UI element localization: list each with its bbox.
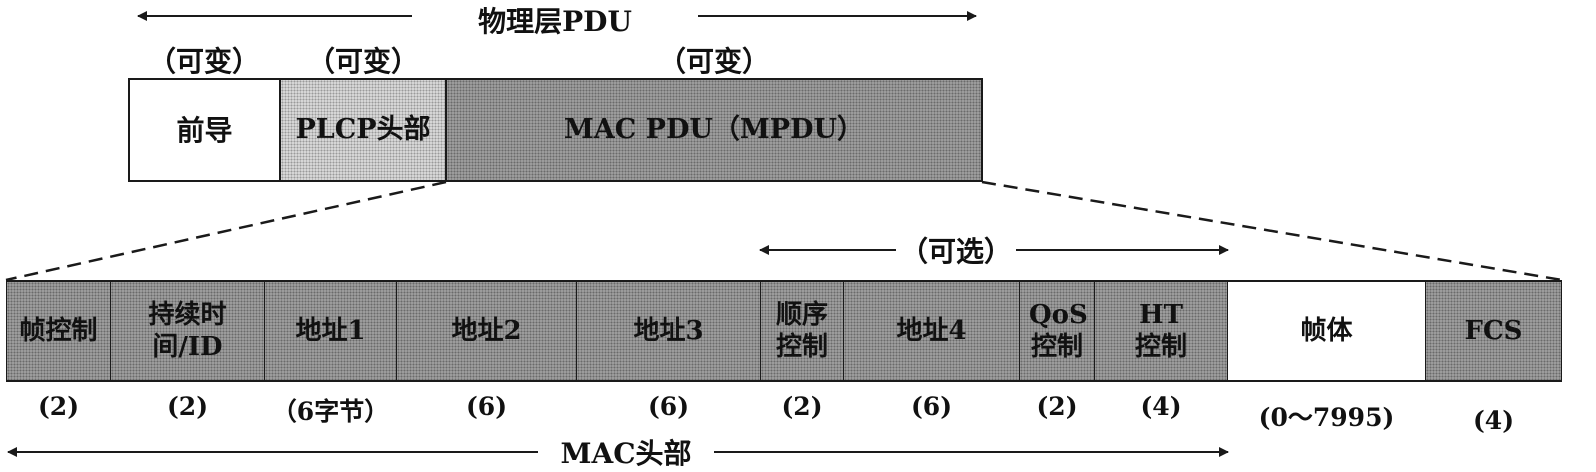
size-address2: (6) bbox=[465, 392, 508, 421]
preamble-label: 前导 bbox=[176, 113, 233, 147]
size-frame-body: (0～7995) bbox=[1258, 403, 1395, 432]
field-fcs: FCS bbox=[1425, 280, 1562, 382]
field-frame-control: 帧控制 bbox=[6, 280, 111, 382]
field-address4-label: 地址4 bbox=[896, 315, 967, 346]
size-address4: (6) bbox=[910, 392, 953, 421]
size-qos-control: (2) bbox=[1036, 392, 1078, 421]
field-address3: 地址3 bbox=[576, 280, 761, 382]
plcp-header-box: PLCP头部 bbox=[279, 78, 447, 182]
field-ht-control: HT控制 bbox=[1094, 280, 1228, 382]
field-sequence-control-label: 顺序控制 bbox=[775, 299, 828, 363]
plcp-variable-note: （可变） bbox=[306, 45, 419, 78]
expand-dashed-left bbox=[5, 180, 447, 282]
field-qos-control-label: QoS控制 bbox=[1029, 299, 1088, 363]
size-duration-id: (2) bbox=[166, 392, 209, 421]
field-address4: 地址4 bbox=[843, 280, 1020, 382]
expand-dashed-right bbox=[981, 180, 1563, 282]
size-frame-control: (2) bbox=[37, 392, 80, 421]
mac-header-label: MAC头部 bbox=[560, 437, 692, 470]
field-address2: 地址2 bbox=[396, 280, 577, 382]
preamble-box: 前导 bbox=[128, 78, 281, 182]
phy-pdu-title: 物理层PDU bbox=[478, 5, 632, 38]
field-ht-control-label: HT控制 bbox=[1134, 299, 1187, 363]
field-frame-body: 帧体 bbox=[1227, 280, 1426, 382]
size-address1: （6字节） bbox=[271, 397, 390, 426]
field-address3-label: 地址3 bbox=[633, 315, 704, 346]
preamble-variable-note: （可变） bbox=[147, 45, 260, 78]
field-sequence-control: 顺序控制 bbox=[760, 280, 844, 382]
size-fcs: (4) bbox=[1472, 406, 1515, 435]
size-ht-control: (4) bbox=[1140, 392, 1182, 421]
optional-label: （可选） bbox=[899, 235, 1012, 268]
size-sequence-control: (2) bbox=[781, 392, 823, 421]
field-qos-control: QoS控制 bbox=[1019, 280, 1095, 382]
field-address1: 地址1 bbox=[264, 280, 397, 382]
field-address2-label: 地址2 bbox=[451, 315, 522, 346]
mpdu-label: MAC PDU（MPDU） bbox=[563, 114, 865, 146]
field-frame-body-label: 帧体 bbox=[1300, 315, 1353, 346]
field-address1-label: 地址1 bbox=[295, 315, 366, 346]
field-fcs-label: FCS bbox=[1464, 315, 1523, 346]
field-duration-id-label: 持续时间/ID bbox=[148, 299, 227, 363]
mpdu-box: MAC PDU（MPDU） bbox=[445, 78, 983, 182]
mpdu-variable-note: （可变） bbox=[657, 45, 770, 78]
field-frame-control-label: 帧控制 bbox=[19, 315, 98, 346]
field-duration-id: 持续时间/ID bbox=[110, 280, 265, 382]
plcp-header-label: PLCP头部 bbox=[295, 114, 431, 146]
size-address3: (6) bbox=[647, 392, 690, 421]
